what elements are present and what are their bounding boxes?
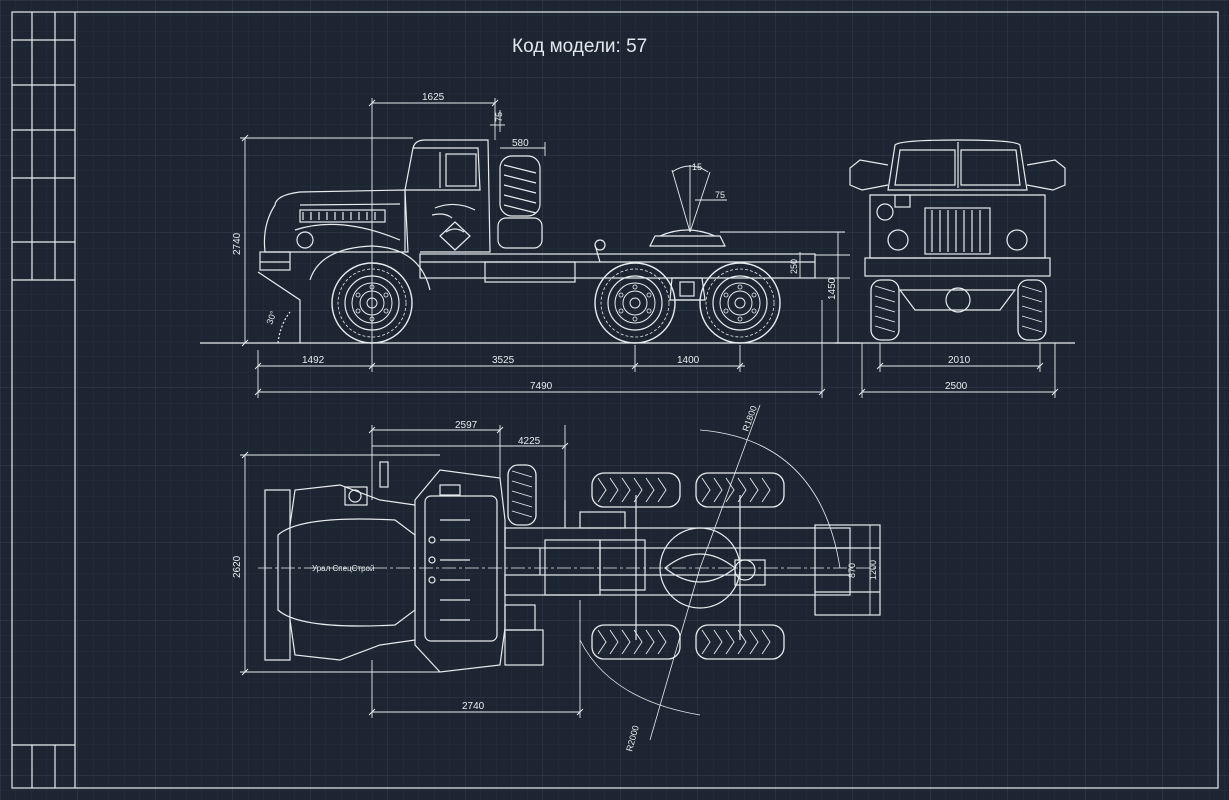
dim-2620: 2620 — [232, 555, 243, 578]
drawing-frame — [11, 11, 1219, 789]
dim-15: 15 — [692, 162, 702, 172]
dim-1450: 1450 — [827, 277, 838, 300]
dim-4225: 4225 — [518, 436, 541, 447]
dim-1200: 1200 — [868, 560, 878, 580]
dim-1492: 1492 — [302, 355, 325, 366]
dim-30-angle: 30° — [264, 309, 278, 326]
dim-870: 870 — [847, 563, 857, 578]
dim-580: 580 — [512, 138, 529, 149]
side-dimensions — [240, 98, 850, 398]
top-dimensions — [240, 425, 871, 718]
dim-250: 250 — [789, 259, 799, 274]
dim-2500: 2500 — [945, 381, 968, 392]
dim-2740-top: 2740 — [462, 701, 485, 712]
brand-label: Урал СпецСтрой — [312, 564, 374, 573]
dim-1625: 1625 — [422, 92, 445, 103]
dim-2740-height: 2740 — [232, 232, 243, 255]
side-view — [200, 139, 860, 344]
dim-2597: 2597 — [455, 420, 478, 431]
top-view — [258, 404, 881, 741]
side-dimension-labels: 1625 75 580 15 75 2740 250 1450 30° 1492… — [232, 92, 838, 392]
dim-3525: 3525 — [492, 355, 515, 366]
dim-2010: 2010 — [948, 355, 971, 366]
dim-75-top: 75 — [494, 112, 504, 122]
front-dimension-labels: 2010 2500 — [945, 355, 971, 392]
front-view — [835, 139, 1075, 344]
dim-1400: 1400 — [677, 355, 700, 366]
front-dimensions — [858, 343, 1059, 398]
dim-7490: 7490 — [530, 381, 553, 392]
dim-75-kingpin: 75 — [715, 190, 725, 200]
drawing-title: Код модели: 57 — [512, 36, 648, 57]
